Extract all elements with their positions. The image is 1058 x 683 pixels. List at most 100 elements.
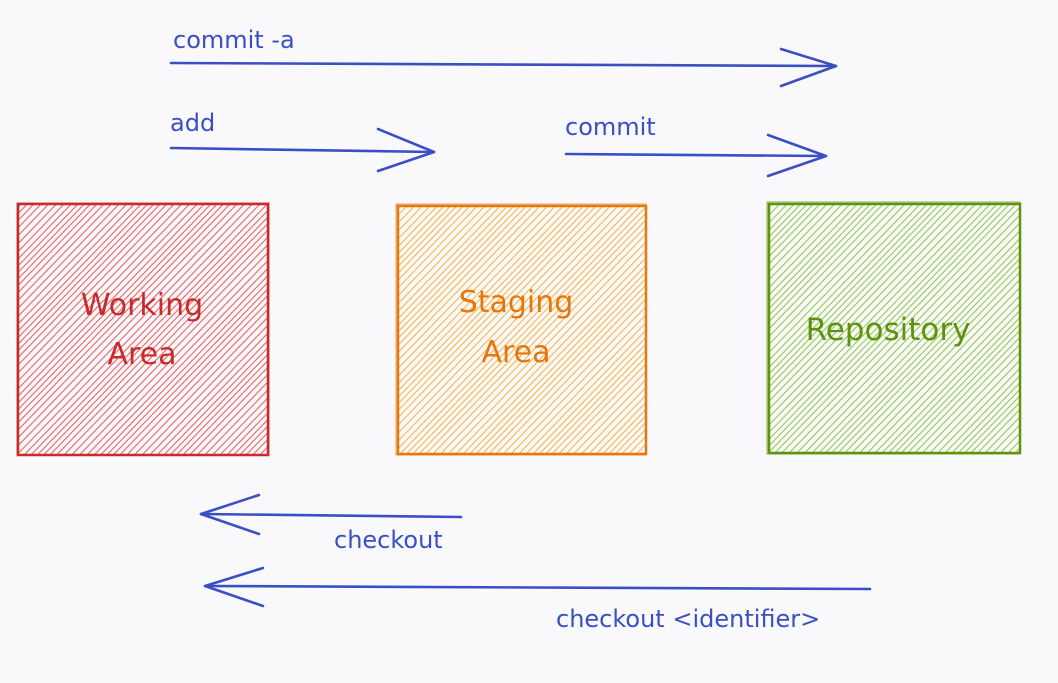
- repository-box: Repository: [766, 200, 1058, 457]
- hatch-line: [991, 423, 1020, 453]
- hatch-line: [866, 294, 1020, 453]
- hatch-line: [18, 204, 73, 260]
- hatch-line: [769, 204, 878, 316]
- hatch-line: [398, 206, 619, 435]
- hatch-line: [18, 204, 261, 455]
- hatch-line: [18, 204, 86, 274]
- hatch-line: [334, 200, 585, 459]
- hatch-line: [18, 204, 199, 390]
- hatch-line: [803, 229, 1020, 453]
- arrow-checkout-identifier-head: [203, 566, 265, 608]
- hatch-line: [18, 204, 175, 366]
- arrow-checkout-identifier-shaft: [203, 584, 872, 591]
- hatch-line: [398, 206, 431, 240]
- hatch-line: [18, 204, 79, 267]
- hatch-line: [279, 200, 530, 459]
- hatch-line: [780, 206, 1020, 453]
- hatch-line: [133, 316, 268, 455]
- arrow-commit: commit: [564, 113, 828, 178]
- hatch-line: [49, 229, 268, 455]
- hatch-line: [999, 431, 1020, 453]
- hatch-line: [796, 221, 1020, 453]
- hatch-line: [23, 204, 268, 455]
- hatch-line: [93, 274, 268, 455]
- hatch-line: [118, 301, 268, 455]
- hatch-line: [851, 278, 1020, 453]
- hatch-line: [219, 404, 268, 455]
- hatch-line: [769, 204, 821, 258]
- hatch-line: [588, 394, 646, 454]
- hatch-line: [773, 204, 1017, 453]
- hatch-line: [342, 200, 593, 459]
- hatch-line: [769, 204, 872, 310]
- hatch-line: [18, 204, 92, 280]
- arrow-add-head: [376, 127, 436, 173]
- hatch-line: [411, 212, 646, 454]
- hatch-line: [196, 380, 268, 455]
- hatch-line: [18, 204, 191, 382]
- hatch-line: [0, 200, 19, 459]
- hatch-line: [467, 200, 718, 459]
- hatch-line: [487, 290, 646, 454]
- hatch-line: [398, 206, 564, 378]
- hatch-line: [1044, 200, 1058, 457]
- hatch-line: [769, 204, 941, 382]
- hatch-line: [398, 206, 486, 297]
- hatch-line: [894, 323, 1020, 453]
- hatch-line: [398, 206, 597, 412]
- hatch-line: [462, 264, 646, 454]
- hatch-line: [929, 359, 1020, 453]
- arrow-commit-label: commit: [565, 113, 656, 141]
- arrow-add: add: [169, 109, 436, 173]
- hatch-line: [424, 225, 646, 454]
- hatch-line: [18, 204, 238, 431]
- hatch-line: [86, 267, 268, 455]
- hatch-line: [900, 329, 1020, 453]
- hatch-line: [18, 204, 183, 374]
- hatch-line: [874, 302, 1020, 453]
- arrow-checkout-head: [199, 493, 261, 536]
- working-area-label-line1: Working: [81, 288, 203, 323]
- hatch-line: [525, 329, 646, 454]
- hatch-line: [818, 244, 1020, 453]
- hatch-line: [149, 202, 397, 458]
- hatch-line: [494, 298, 646, 454]
- hatch-line: [418, 218, 646, 454]
- hatch-line: [769, 204, 859, 297]
- hatch-line: [398, 206, 515, 327]
- hatch-line: [245, 431, 268, 455]
- hatch-line: [769, 204, 1005, 447]
- hatch-line: [188, 373, 268, 455]
- hatch-line: [601, 408, 646, 454]
- hatch-line: [595, 401, 646, 454]
- hatch-line: [517, 321, 646, 454]
- hatch-line: [398, 206, 528, 340]
- hatch-line: [398, 206, 439, 248]
- hatch-line: [769, 204, 914, 354]
- hatch-line: [544, 349, 646, 454]
- hatch-line: [1051, 200, 1058, 457]
- hatch-line: [502, 305, 646, 454]
- hatch-line: [881, 309, 1020, 453]
- hatch-line: [510, 313, 646, 454]
- hatch-line: [475, 200, 726, 459]
- hatch-line: [18, 204, 65, 253]
- hatch-line: [769, 204, 961, 403]
- hatch-line: [1030, 200, 1058, 457]
- hatch-line: [18, 204, 105, 294]
- arrow-commit-a-shaft: [169, 61, 838, 68]
- hatch-line: [398, 206, 471, 282]
- hatch-line: [887, 316, 1020, 453]
- hatch-line: [398, 206, 541, 354]
- hatch-line: [769, 204, 906, 346]
- hatch-line: [936, 367, 1020, 453]
- hatch-line: [404, 200, 655, 459]
- hatch-line: [238, 424, 268, 455]
- hatch-line: [769, 204, 808, 245]
- hatch-line: [226, 411, 268, 455]
- hatch-line: [42, 222, 268, 455]
- hatch-line: [963, 394, 1020, 453]
- hatch-line: [468, 271, 646, 454]
- staging-area-label-line1: Staging: [459, 285, 574, 320]
- hatch-line: [398, 206, 479, 289]
